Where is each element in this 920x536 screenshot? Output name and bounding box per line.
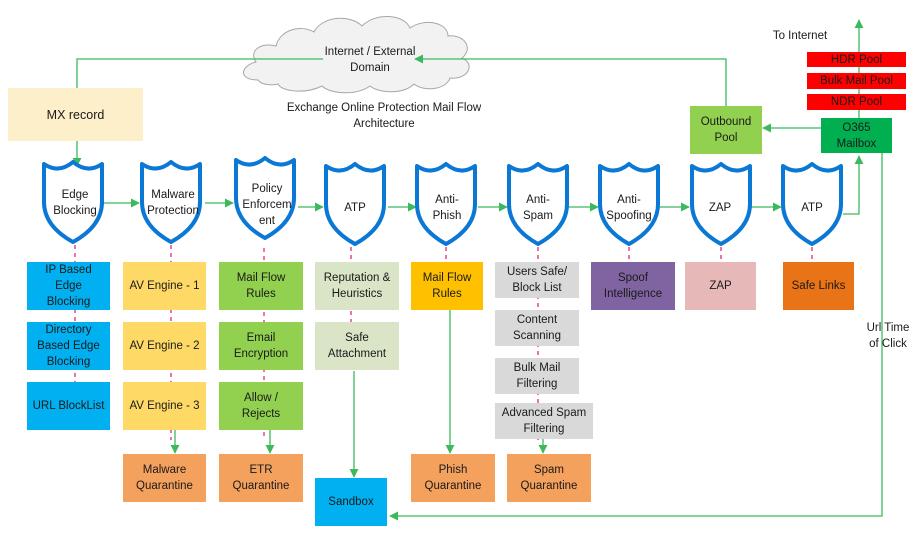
shield-icon-policy-enforcement <box>234 156 296 240</box>
shield-icon-anti-spam <box>507 162 569 246</box>
component-av-engine-2: AV Engine - 2 <box>123 322 206 370</box>
shield-icon-atp <box>324 162 386 246</box>
stage-label-anti-spam: Anti- Spam <box>522 193 554 222</box>
spam-quarantine-box: Spam Quarantine <box>507 454 591 502</box>
cloud-label: Internet / External Domain <box>324 46 416 74</box>
component-advanced-spam-filtering: Advanced Spam Filtering <box>495 403 593 439</box>
stage-label-policy-enforcement: Policy Enforcem ent <box>242 183 292 227</box>
component-spoof-intelligence: Spoof Intelligence <box>591 262 675 310</box>
component-bulk-mail-filtering: Bulk Mail Filtering <box>495 358 579 394</box>
shield-icon-malware-protection <box>140 160 202 244</box>
etr-quarantine-box: ETR Quarantine <box>219 454 303 502</box>
arrow-url-click-to-sandbox <box>389 153 883 521</box>
component-safe-attachment: Safe Attachment <box>315 322 399 370</box>
shield-icon-edge-blocking <box>42 160 104 244</box>
arrow-outbound-to-cloud <box>414 54 727 106</box>
o365-mailbox-box: O365 Mailbox <box>821 118 892 153</box>
component-content-scanning: Content Scanning <box>495 310 579 346</box>
shield-icon-anti-phish <box>415 162 477 246</box>
stage-label-anti-spoofing: Anti- Spoofing <box>606 193 652 222</box>
malware-quarantine-box: Malware Quarantine <box>123 454 206 502</box>
stage-label-anti-phish: Anti- Phish <box>432 193 462 222</box>
sandbox-box: Sandbox <box>315 478 387 526</box>
stage-label-malware-protection: Malware Protection <box>147 188 199 217</box>
stage-label-zap: ZAP <box>708 201 732 214</box>
to-internet-label: To Internet <box>772 30 828 42</box>
component-email-encryption: Email Encryption <box>219 322 303 370</box>
shield-icon-atp-2 <box>781 162 843 246</box>
component-allow-rejects: Allow / Rejects <box>219 382 303 430</box>
shield-icon-anti-spoofing <box>598 162 660 246</box>
url-time-of-click-label: Url Time of Click <box>866 322 910 350</box>
mx-record-box: MX record <box>8 88 143 141</box>
component-url-blocklist: URL BlockList <box>27 382 110 430</box>
component-directory-based-edge-blocking: Directory Based Edge Blocking <box>27 322 110 370</box>
cloud-shape <box>243 16 470 94</box>
component-users-safe-block-list: Users Safe/ Block List <box>495 262 579 298</box>
stage-label-atp-2: ATP <box>801 201 823 214</box>
diagram-title: Exchange Online Protection Mail Flow Arc… <box>286 102 482 130</box>
component-mail-flow-rules: Mail Flow Rules <box>219 262 303 310</box>
hdr-pool-box: HDR Pool <box>807 52 906 67</box>
component-ip-based-edge-blocking: IP Based Edge Blocking <box>27 262 110 310</box>
phish-quarantine-box: Phish Quarantine <box>411 454 495 502</box>
bulk-mail-pool-box: Bulk Mail Pool <box>807 73 906 89</box>
component-zap: ZAP <box>685 262 756 310</box>
stage-label-edge-blocking: Edge Blocking <box>53 188 97 217</box>
component-safe-links: Safe Links <box>783 262 854 310</box>
component-av-engine-3: AV Engine - 3 <box>123 382 206 430</box>
arrow-atp-to-mailbox <box>843 155 864 215</box>
shield-icon-zap <box>690 162 752 246</box>
component-reputation-heuristics: Reputation & Heuristics <box>315 262 399 310</box>
outbound-pool-box: Outbound Pool <box>690 106 762 154</box>
component-av-engine-1: AV Engine - 1 <box>123 262 206 310</box>
ndr-pool-box: NDR Pool <box>807 94 906 110</box>
line-cloud-to-mx <box>76 58 323 88</box>
stage-label-atp: ATP <box>344 201 366 214</box>
component-phish-mail-flow-rules: Mail Flow Rules <box>411 262 483 310</box>
